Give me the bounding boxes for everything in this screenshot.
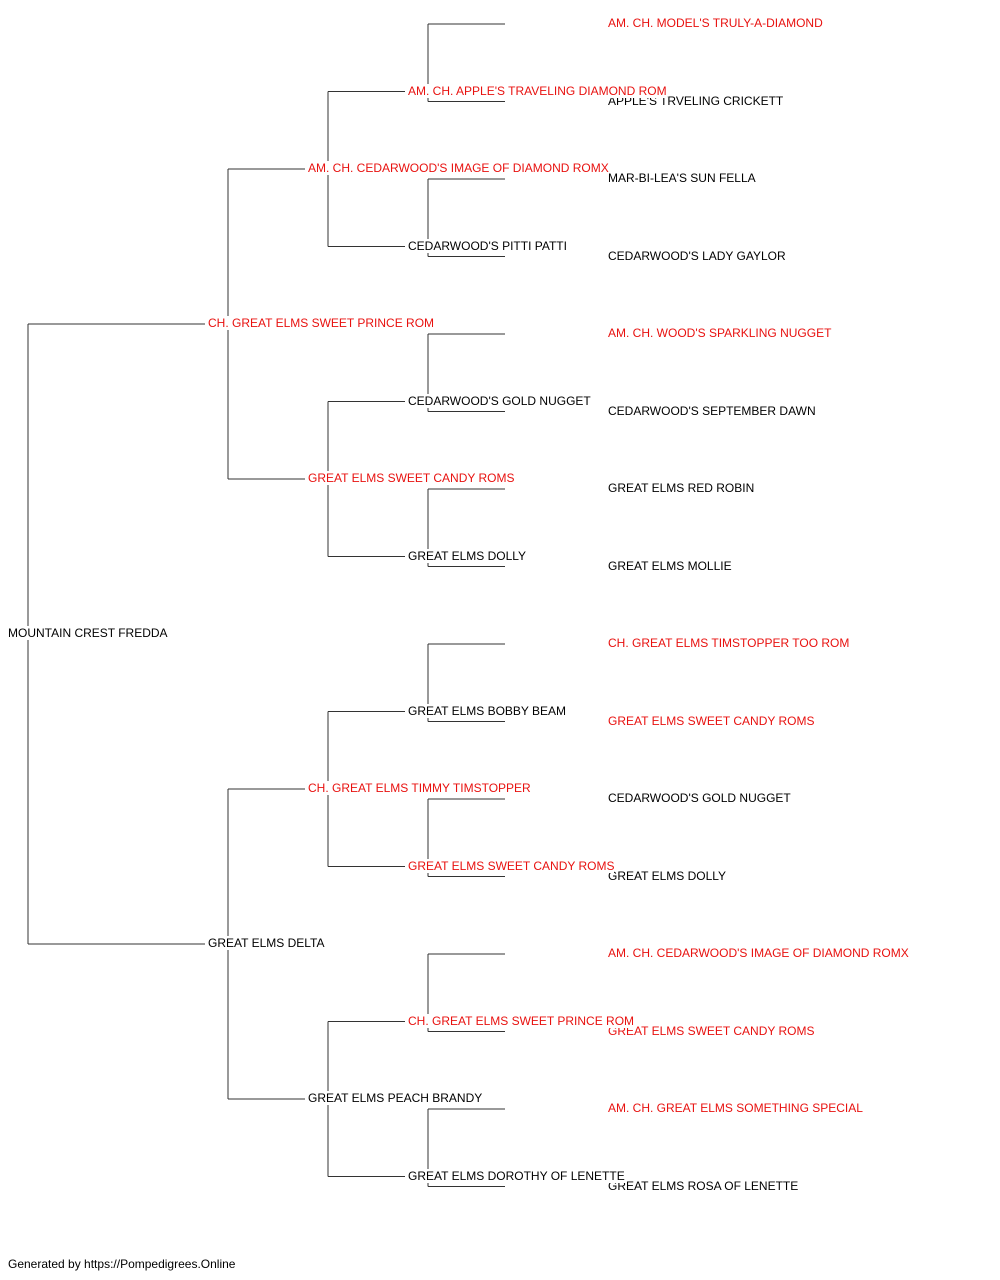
dog-name-gen4: GREAT ELMS SWEET CANDY ROMS	[608, 1023, 815, 1038]
dog-name-gen4: CEDARWOOD'S GOLD NUGGET	[608, 791, 791, 805]
dog-name-gen3: GREAT ELMS DOLLY	[408, 548, 527, 563]
dog-name-gen4: AM. CH. MODEL'S TRULY-A-DIAMOND	[608, 16, 823, 30]
dog-name-gen4: AM. CH. WOOD'S SPARKLING NUGGET	[608, 326, 832, 340]
generated-by-footer: Generated by https://Pompedigrees.Online	[8, 1257, 236, 1271]
dog-name-gen3: GREAT ELMS SWEET CANDY ROMS	[408, 858, 615, 873]
dog-name-gen2: GREAT ELMS PEACH BRANDY	[308, 1091, 483, 1105]
dog-name-gen1: GREAT ELMS DELTA	[208, 936, 325, 950]
dog-name-gen2: GREAT ELMS SWEET CANDY ROMS	[308, 471, 515, 485]
dog-name-gen3: GREAT ELMS BOBBY BEAM	[408, 703, 567, 718]
dog-name-gen4: AM. CH. GREAT ELMS SOMETHING SPECIAL	[608, 1101, 863, 1115]
dog-name-gen2: AM. CH. CEDARWOOD'S IMAGE OF DIAMOND ROM…	[308, 161, 609, 175]
dog-name-gen3: GREAT ELMS DOROTHY OF LENETTE	[408, 1168, 625, 1183]
dog-name-gen4: GREAT ELMS DOLLY	[608, 868, 727, 883]
dog-name-gen4: AM. CH. CEDARWOOD'S IMAGE OF DIAMOND ROM…	[608, 946, 909, 960]
dog-name-gen4: GREAT ELMS MOLLIE	[608, 558, 732, 573]
dog-name-gen3: AM. CH. APPLE'S TRAVELING DIAMOND ROM	[408, 83, 667, 98]
dog-name-gen3: CEDARWOOD'S GOLD NUGGET	[408, 393, 591, 408]
dog-name-gen4: GREAT ELMS SWEET CANDY ROMS	[608, 713, 815, 728]
dog-name-gen4: GREAT ELMS ROSA OF LENETTE	[608, 1178, 799, 1193]
dog-name-gen4: CEDARWOOD'S SEPTEMBER DAWN	[608, 403, 816, 418]
dog-name-gen4: GREAT ELMS RED ROBIN	[608, 481, 755, 495]
dog-name-gen4: MAR-BI-LEA'S SUN FELLA	[608, 171, 756, 185]
dog-name-gen0: MOUNTAIN CREST FREDDA	[8, 626, 168, 640]
dog-name-gen3: CEDARWOOD'S PITTI PATTI	[408, 238, 567, 253]
dog-name-gen4: CEDARWOOD'S LADY GAYLOR	[608, 248, 786, 263]
dog-name-gen1: CH. GREAT ELMS SWEET PRINCE ROM	[208, 316, 435, 330]
dog-name-gen4: CH. GREAT ELMS TIMSTOPPER TOO ROM	[608, 636, 850, 650]
dog-name-gen3: CH. GREAT ELMS SWEET PRINCE ROM	[408, 1013, 635, 1028]
dog-name-gen2: CH. GREAT ELMS TIMMY TIMSTOPPER	[308, 781, 531, 795]
